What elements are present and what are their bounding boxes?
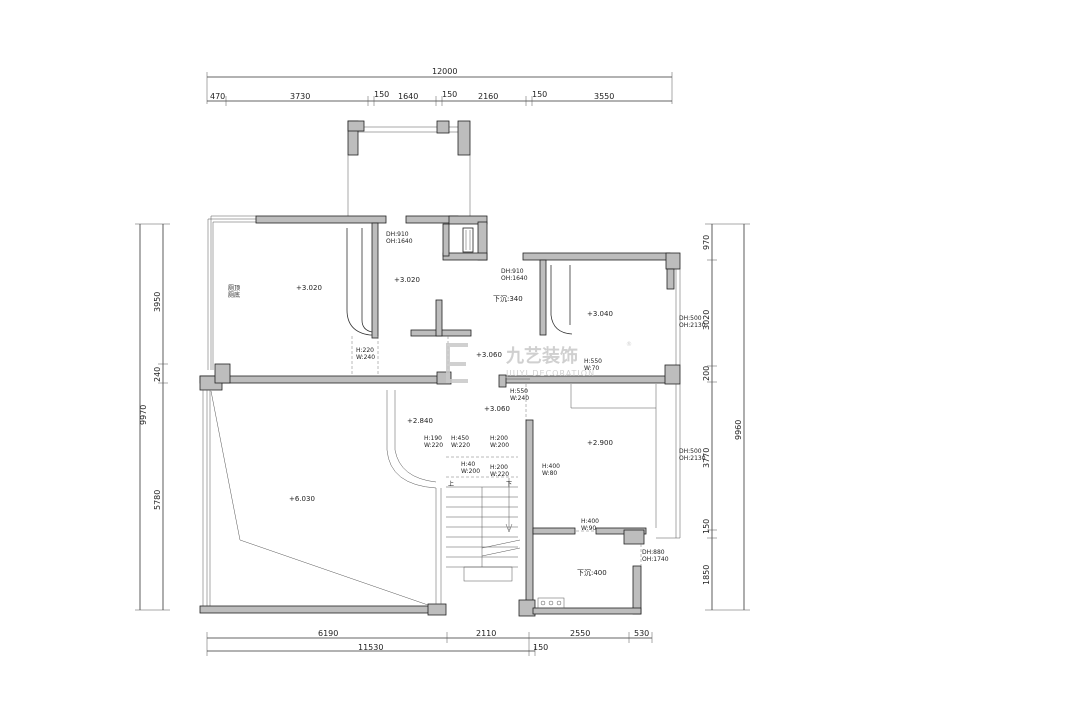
middle-walls [199, 336, 681, 391]
note-side-1: 厕顶 [228, 285, 240, 292]
dim-bottom-total: 11530 [358, 643, 383, 652]
dim-right-2: 3020 [702, 310, 711, 330]
dim-left-2: 240 [153, 367, 162, 382]
dim-top-3: 150 [374, 90, 389, 99]
staircase: 上 下 [386, 390, 521, 582]
note-oh2130-a: OH:2130 [679, 322, 706, 329]
note-h550-a: H:550 [584, 358, 602, 365]
dim-bottom-1: 6190 [318, 629, 338, 638]
note-dh880: DH:880 [642, 549, 665, 556]
exterior-outline [207, 215, 256, 370]
right-dimensions: 9960 970 3020 200 3770 150 1850 [702, 223, 750, 611]
dim-left-total: 9970 [139, 405, 148, 425]
dim-bottom-150: 150 [533, 643, 548, 652]
note-dh500-b: DH:500 [679, 448, 702, 455]
note-w220-b: W:220 [451, 442, 470, 449]
note-h400-b: H:400 [581, 518, 599, 525]
note-oh1640-b: OH:1640 [501, 275, 528, 282]
dim-top-4: 1640 [398, 92, 418, 101]
lower-left-room [199, 390, 447, 616]
top-dimensions: 12000 470 3730 150 1640 150 2160 150 355… [206, 67, 673, 106]
brand-registered: ® [626, 341, 632, 348]
note-w90: W:90 [581, 525, 596, 532]
note-w70: W:70 [584, 365, 599, 372]
note-side-2: 厕底 [228, 291, 240, 299]
brand-sub: JIUYI DECORATION [505, 369, 595, 378]
note-oh1640-a: OH:1640 [386, 238, 413, 245]
dim-left-1: 3950 [153, 292, 162, 312]
lower-right-rooms [518, 384, 681, 617]
note-w220-c: W:220 [490, 471, 509, 478]
dim-bottom-4: 530 [634, 629, 649, 638]
note-h200-a: H:200 [490, 435, 508, 442]
note-oh1740: OH:1740 [642, 556, 669, 563]
level-corridor: +3.060 [484, 405, 510, 413]
note-h400-a: H:400 [542, 463, 560, 470]
note-h220-a: H:220 [356, 347, 374, 354]
level-room-c: 下沉:340 [493, 295, 523, 303]
note-oh2130-b: OH:2130 [679, 455, 706, 462]
dim-bottom-3: 2550 [570, 629, 590, 638]
note-dh910-a: DH:910 [386, 231, 409, 238]
dim-top-1: 470 [210, 92, 225, 101]
level-room-d: +3.040 [587, 310, 613, 318]
note-w220-a: W:220 [424, 442, 443, 449]
brand-logo-icon [446, 343, 468, 383]
dim-top-8: 3550 [594, 92, 614, 101]
level-room-f: 下沉:400 [577, 569, 607, 577]
bottom-dimensions: 6190 2110 2550 530 11530 150 [206, 629, 653, 656]
dim-right-1: 970 [702, 235, 711, 250]
dim-top-5: 150 [442, 90, 457, 99]
dim-top-total: 12000 [432, 67, 457, 76]
note-w240-a: W:240 [356, 354, 375, 361]
level-hall: +3.060 [476, 351, 502, 359]
note-w200-a: W:200 [490, 442, 509, 449]
dim-right-3: 200 [702, 366, 711, 381]
upper-walls [255, 215, 681, 365]
dim-left-3: 5780 [153, 490, 162, 510]
left-dimensions: 9970 3950 240 5780 [135, 223, 170, 611]
dim-right-4: 3770 [702, 448, 711, 468]
note-dh910-b: DH:910 [501, 268, 524, 275]
dim-right-total: 9960 [734, 420, 743, 440]
note-h40: H:40 [461, 461, 475, 468]
dim-top-7: 150 [532, 90, 547, 99]
note-w200-b: W:200 [461, 468, 480, 475]
level-room-a: +3.020 [296, 284, 322, 292]
dim-top-6: 2160 [478, 92, 498, 101]
level-room-e: +2.900 [587, 439, 613, 447]
note-h450: H:450 [451, 435, 469, 442]
dim-right-5: 150 [702, 519, 711, 534]
level-labels: +3.020 +3.020 下沉:340 +3.040 +3.060 +3.06… [289, 276, 613, 577]
note-h200-b: H:200 [490, 464, 508, 471]
opening-labels: DH:910 OH:1640 DH:910 OH:1640 厕顶 厕底 H:22… [228, 231, 706, 563]
note-w80: W:80 [542, 470, 557, 477]
brand-watermark: 九艺装饰 ® JIUYI DECORATION [446, 341, 632, 383]
stair-up-label: 上 [448, 480, 454, 488]
note-w240-b: W:240 [510, 395, 529, 402]
top-balcony [347, 120, 471, 216]
stair-down-label: 下 [506, 481, 512, 488]
note-h550-b: H:550 [510, 388, 528, 395]
dim-bottom-2: 2110 [476, 629, 496, 638]
level-big-room: +6.030 [289, 495, 315, 503]
level-stair: +2.840 [407, 417, 433, 425]
note-dh500-a: DH:500 [679, 315, 702, 322]
brand-name: 九艺装饰 [505, 345, 578, 367]
dim-right-6: 1850 [702, 565, 711, 585]
dim-top-2: 3730 [290, 92, 310, 101]
note-h190: H:190 [424, 435, 442, 442]
level-room-b: +3.020 [394, 276, 420, 284]
